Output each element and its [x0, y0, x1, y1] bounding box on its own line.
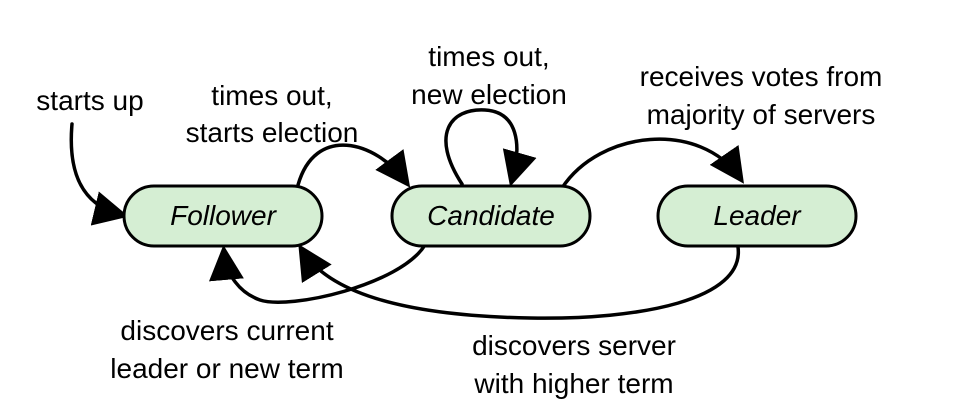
edge-candidate-self-loop — [444, 108, 537, 187]
label-leader-or-new-term: leader or new term — [110, 353, 343, 384]
edge-leader-to-follower — [298, 244, 740, 320]
label-discovers-current: discovers current — [120, 315, 333, 346]
label-receives-votes: receives votes from — [640, 61, 883, 92]
edge-candidate-to-follower — [209, 243, 427, 304]
edge-follower-to-candidate — [296, 143, 411, 188]
label-with-higher-term: with higher term — [473, 368, 673, 399]
state-follower-label: Follower — [170, 200, 277, 231]
label-starts-election: starts election — [186, 117, 359, 148]
label-times-out-1: times out, — [211, 80, 332, 111]
label-majority: majority of servers — [647, 99, 876, 130]
state-leader: Leader — [656, 184, 858, 248]
label-discovers-server: discovers server — [472, 330, 676, 361]
label-new-election: new election — [411, 79, 567, 110]
edge-starts-up — [69, 122, 129, 226]
label-starts-up: starts up — [36, 85, 143, 116]
state-follower: Follower — [122, 184, 324, 248]
state-candidate-label: Candidate — [427, 200, 555, 231]
state-leader-label: Leader — [713, 200, 802, 231]
label-times-out-2: times out, — [428, 41, 549, 72]
edge-candidate-to-leader — [560, 137, 744, 190]
state-candidate: Candidate — [390, 184, 592, 248]
